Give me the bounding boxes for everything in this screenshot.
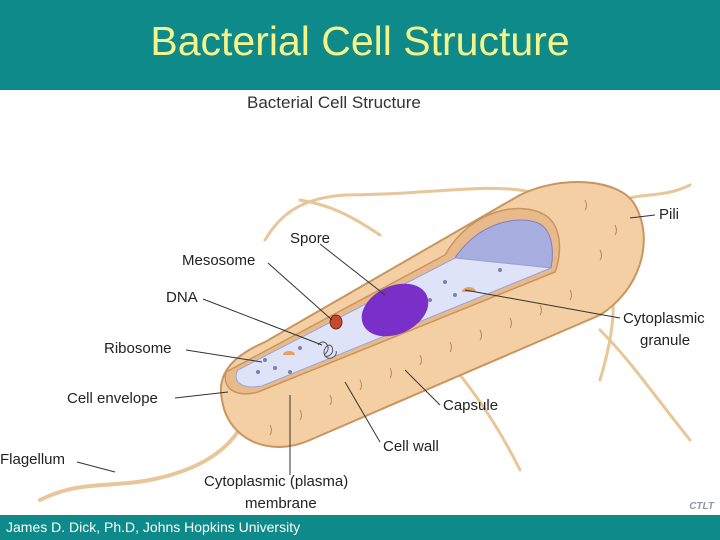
title-bar: Bacterial Cell Structure bbox=[0, 0, 720, 90]
capsule-texture bbox=[269, 199, 617, 436]
label-dna: DNA bbox=[166, 289, 198, 306]
label-mesosome: Mesosome bbox=[182, 252, 255, 269]
label-flagellum: Flagellum bbox=[0, 451, 65, 468]
leader-lines bbox=[76, 214, 656, 475]
ctlt-logo: CTLT bbox=[689, 501, 714, 512]
slide-title: Bacterial Cell Structure bbox=[150, 18, 570, 64]
label-cytoplasmic-granule-line2: granule bbox=[640, 332, 690, 349]
footer-bar: James D. Dick, Ph.D, Johns Hopkins Unive… bbox=[0, 515, 720, 540]
label-ribosome: Ribosome bbox=[104, 340, 172, 357]
label-capsule: Capsule bbox=[443, 397, 498, 414]
flagellum bbox=[38, 418, 247, 502]
mesosome bbox=[329, 314, 343, 330]
footer-credit: James D. Dick, Ph.D, Johns Hopkins Unive… bbox=[6, 519, 301, 535]
cytoplasmic-granule bbox=[462, 287, 476, 292]
cytoplasmic-granule-small bbox=[283, 351, 295, 355]
ribosomes bbox=[256, 268, 502, 374]
slide-content: Bacterial Cell Structure bbox=[0, 90, 720, 515]
dna-strand bbox=[317, 341, 337, 359]
spore-nucleoid bbox=[361, 283, 429, 337]
label-spore: Spore bbox=[290, 230, 330, 247]
label-membrane-line1: Cytoplasmic (plasma) bbox=[204, 473, 348, 490]
label-cell-wall: Cell wall bbox=[383, 438, 439, 455]
bacterial-cell-diagram: Bacterial Cell Structure bbox=[0, 93, 705, 512]
label-cell-envelope: Cell envelope bbox=[67, 390, 158, 407]
label-membrane-line2: membrane bbox=[245, 495, 317, 512]
label-cytoplasmic-granule-line1: Cytoplasmic bbox=[623, 310, 705, 327]
label-pili: Pili bbox=[659, 206, 679, 223]
diagram-heading: Bacterial Cell Structure bbox=[247, 93, 421, 112]
inner-cap bbox=[454, 219, 553, 269]
